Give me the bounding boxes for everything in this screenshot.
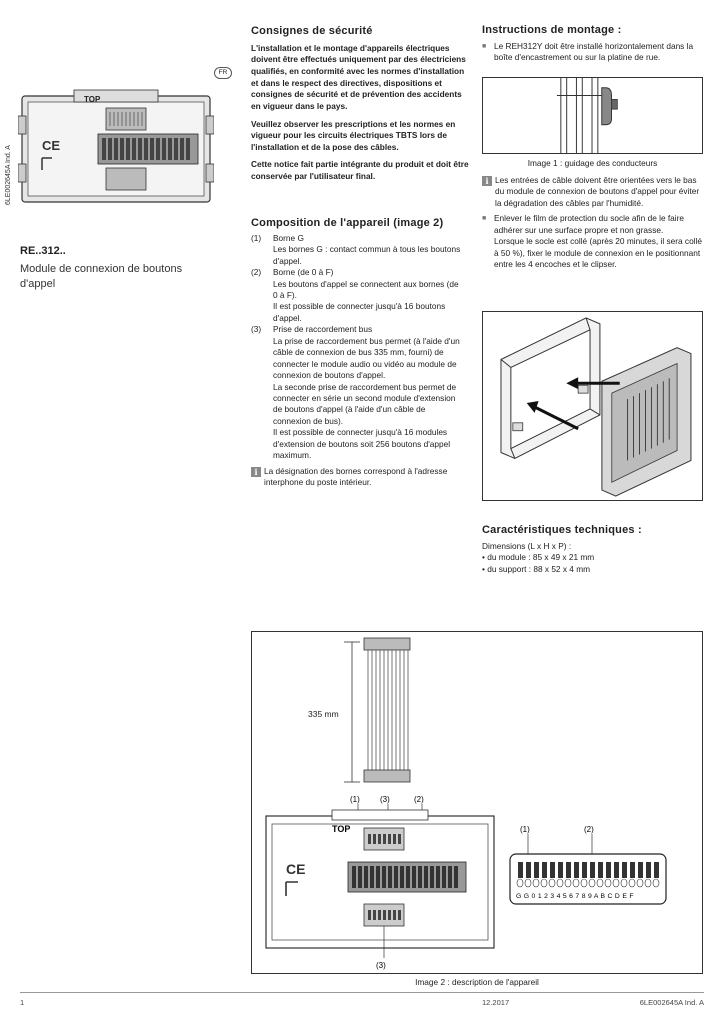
info-icon: i	[482, 176, 492, 186]
cable-length-label: 335 mm	[308, 709, 339, 719]
item-text: La seconde prise de raccordement bus per…	[273, 381, 457, 426]
specs-section: Caractéristiques techniques : Dimensions…	[482, 523, 704, 575]
doc-code-vertical: 6LE002645A Ind. A	[5, 145, 12, 205]
item-text: Il est possible de connecter jusqu'à 16 …	[273, 301, 446, 323]
label-1-right: (1)	[520, 825, 530, 834]
label-1: (1)	[350, 795, 360, 804]
composition-section: Composition de l'appareil (image 2) (1) …	[251, 216, 461, 488]
composition-item-2: (2) Borne (de 0 à F) Les boutons d'appel…	[251, 267, 461, 324]
mounting-note: i Les entrées de câble doivent être orie…	[482, 175, 704, 209]
item-title: Borne G	[273, 232, 304, 243]
note-text: Les entrées de câble doivent être orient…	[495, 175, 700, 208]
composition-heading: Composition de l'appareil (image 2)	[251, 217, 444, 229]
specs-heading: Caractéristiques techniques :	[482, 524, 642, 536]
bullet-text: Lorsque le socle est collé (après 20 min…	[494, 236, 702, 270]
square-bullet-icon: ■	[482, 42, 487, 50]
mounting-section: Instructions de montage : ■ Le REH312Y d…	[482, 23, 704, 67]
footer-doc-code: 6LE002645A Ind. A	[639, 998, 704, 1007]
svg-text:CE: CE	[286, 861, 305, 877]
composition-note: i La désignation des bornes correspond à…	[251, 466, 461, 489]
label-2-right: (2)	[584, 825, 594, 834]
item-title: Borne (de 0 à F)	[273, 267, 334, 278]
product-title: Module de connexion de boutons d'appel	[20, 263, 183, 291]
bullet-text: Enlever le film de protection du socle a…	[494, 213, 685, 235]
mounting-bullet-1: ■ Le REH312Y doit être installé horizont…	[482, 41, 704, 64]
square-bullet-icon: ■	[482, 215, 487, 223]
footer-page-number: 1	[20, 998, 25, 1007]
image-2-frame: 335 mm (1) (3) (2) TOP	[251, 631, 703, 974]
model-code: RE..312..	[20, 245, 66, 257]
mounting-section-2: i Les entrées de câble doivent être orie…	[482, 175, 704, 274]
note-text: La désignation des bornes correspond à l…	[264, 465, 448, 488]
footer-date: 12.2017	[482, 998, 510, 1007]
image-2-caption: Image 2 : description de l'appareil	[415, 977, 539, 987]
safety-paragraph-3: Cette notice fait partie intégrante du p…	[251, 159, 469, 181]
safety-section: Consignes de sécurité L'installation et …	[251, 24, 469, 189]
device-illustration: CE TOP	[18, 89, 214, 203]
terminal-letters: G G 0 1 2 3 4 5 6 7 8 9 A B C D E F	[516, 893, 634, 900]
specs-line: • du module : 85 x 49 x 21 mm	[482, 552, 595, 563]
item-number: (1)	[251, 232, 262, 243]
bullet-text: Le REH312Y doit être installé horizontal…	[494, 40, 694, 63]
image-1-caption: Image 1 : guidage des conducteurs	[527, 158, 658, 168]
mounting-bullet-2: ■ Enlever le film de protection du socle…	[482, 213, 704, 270]
item-text: Les bornes G : contact commun à tous les…	[273, 244, 461, 266]
item-text: Les boutons d'appel se connectent aux bo…	[273, 278, 459, 301]
safety-paragraph-2: Veuillez observer les prescriptions et l…	[251, 118, 456, 152]
mounting-heading: Instructions de montage :	[482, 24, 622, 36]
top-label: TOP	[332, 824, 350, 834]
svg-text:TOP: TOP	[84, 95, 101, 104]
image-1-cable-guide	[482, 77, 703, 154]
item-number: (3)	[251, 324, 262, 335]
label-3-bottom: (3)	[376, 961, 386, 970]
info-icon: i	[251, 466, 261, 477]
item-title: Prise de raccordement bus	[273, 324, 373, 335]
label-3-top: (3)	[380, 795, 390, 804]
image-2-drawing: 335 mm (1) (3) (2) TOP	[265, 637, 667, 970]
safety-paragraph-1: L'installation et le montage d'appareils…	[251, 42, 466, 111]
footer-rule	[20, 992, 704, 993]
composition-item-1: (1) Borne G Les bornes G : contact commu…	[251, 233, 461, 267]
item-text: Il est possible de connecter jusqu'à 16 …	[273, 427, 451, 461]
fr-badge: FR	[214, 67, 232, 79]
composition-item-3: (3) Prise de raccordement bus La prise d…	[251, 324, 461, 461]
label-2: (2)	[414, 795, 424, 804]
safety-heading: Consignes de sécurité	[251, 25, 373, 37]
svg-text:CE: CE	[42, 138, 60, 153]
specs-line: • du support : 88 x 52 x 4 mm	[482, 563, 591, 574]
item-number: (2)	[251, 267, 262, 278]
item-text: La prise de raccordement bus permet (à l…	[273, 335, 460, 381]
mounting-illustration	[482, 311, 703, 501]
specs-line: Dimensions (L x H x P) :	[482, 540, 572, 551]
